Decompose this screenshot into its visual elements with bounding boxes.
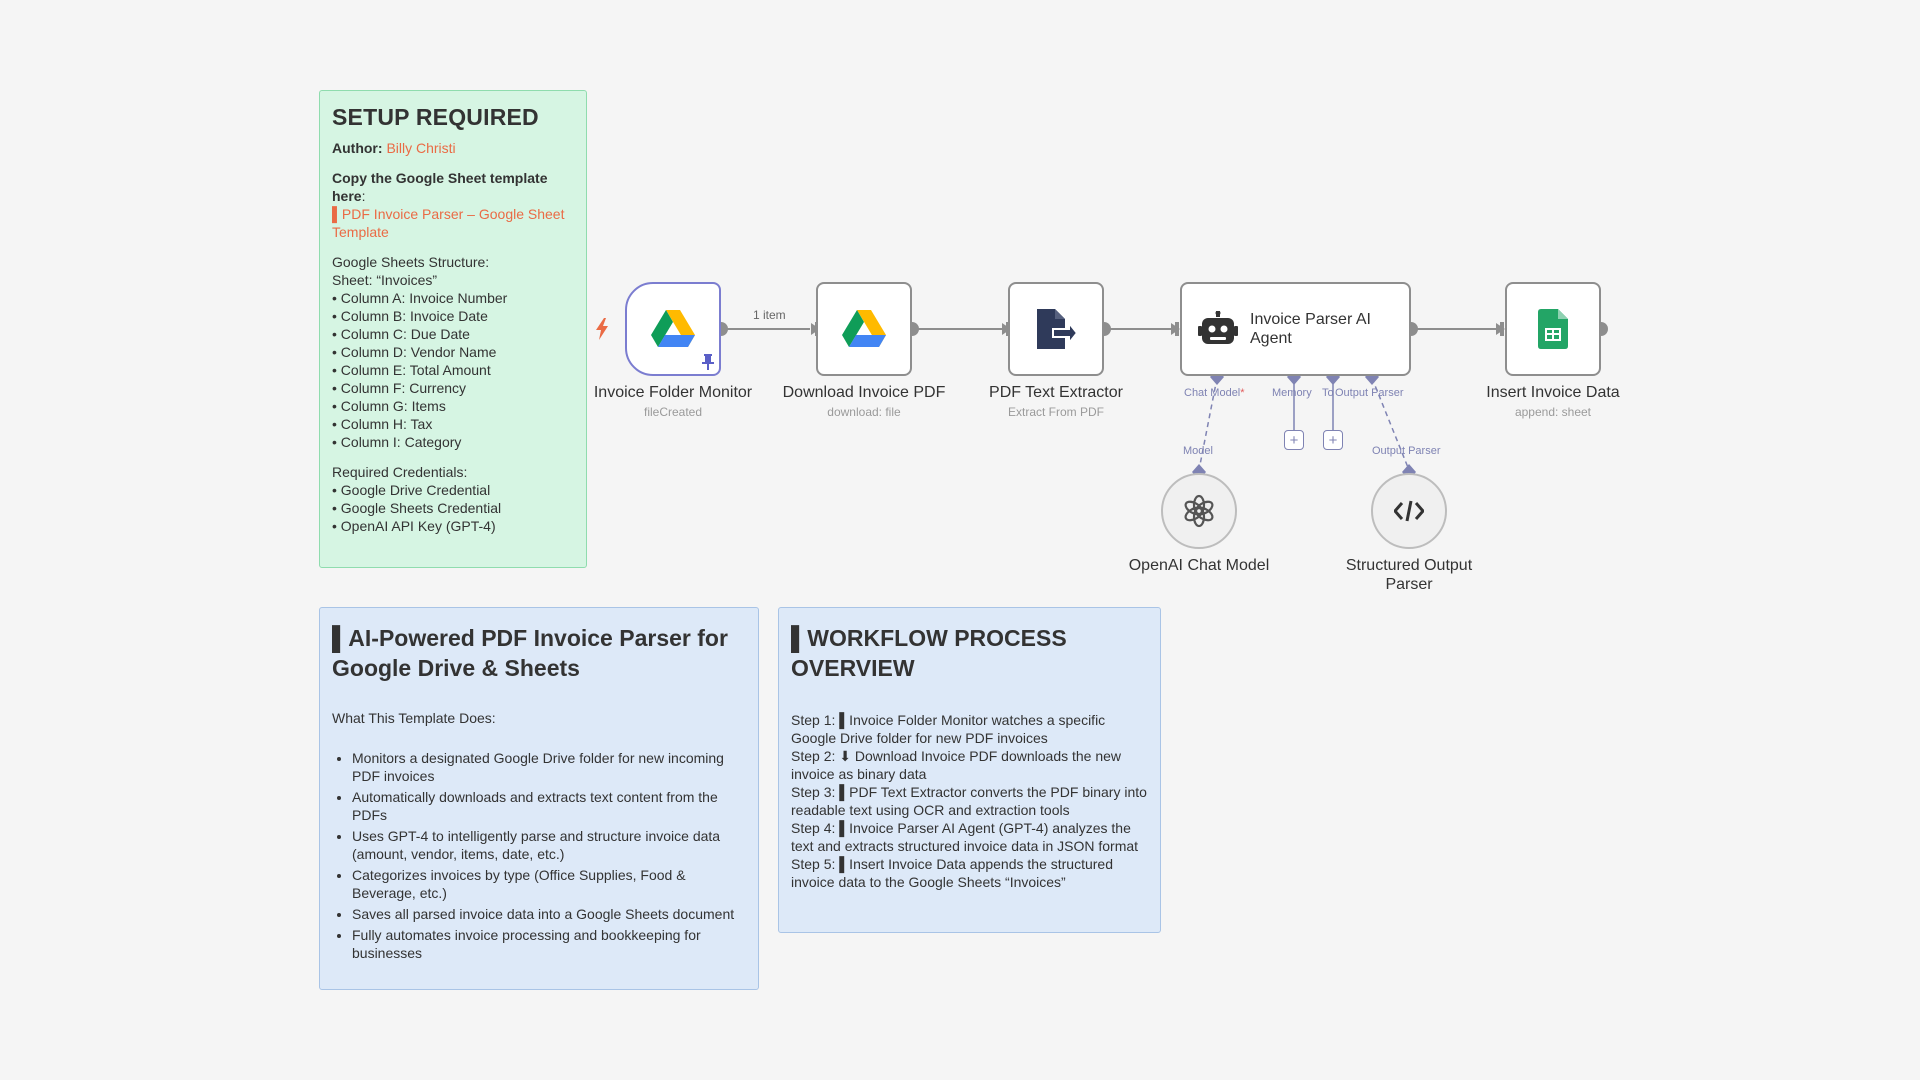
- credential-item: • Google Drive Credential: [332, 482, 491, 498]
- feature-item: Automatically downloads and extracts tex…: [352, 788, 746, 824]
- pin-icon: [702, 354, 714, 370]
- add-tool-button[interactable]: +: [1323, 430, 1343, 450]
- google-drive-icon: [842, 310, 886, 347]
- copy-colon: :: [361, 188, 366, 204]
- connection-parser: [1371, 377, 1410, 471]
- code-icon: [1394, 500, 1424, 522]
- edge-item-count: 1 item: [753, 308, 786, 322]
- parser-port-label: Output Parser: [1372, 445, 1441, 457]
- template-link[interactable]: ▌PDF Invoice Parser – Google Sheet Templ…: [332, 206, 565, 240]
- feature-list: Monitors a designated Google Drive folde…: [332, 749, 746, 962]
- structure-heading: Google Sheets Structure:: [332, 254, 490, 270]
- column-item: • Column D: Vendor Name: [332, 344, 497, 360]
- step-list: Step 1: ▌Invoice Folder Monitor watches …: [791, 711, 1148, 891]
- feature-item: Categorizes invoices by type (Office Sup…: [352, 866, 746, 902]
- column-item: • Column I: Category: [332, 434, 462, 450]
- feature-item: Saves all parsed invoice data into a Goo…: [352, 905, 746, 923]
- node-subtitle: Extract From PDF: [1007, 405, 1104, 419]
- node-label: Invoice Folder Monitor: [593, 384, 753, 401]
- node-pdf-text-extractor[interactable]: [1008, 282, 1104, 376]
- tool-port-label: To: [1322, 387, 1334, 399]
- node-openai-chat-model[interactable]: [1161, 473, 1237, 549]
- column-item: • Column E: Total Amount: [332, 362, 491, 378]
- node-structured-output-parser[interactable]: [1371, 473, 1447, 549]
- node-label: PDF Text Extractor: [989, 384, 1123, 401]
- column-item: • Column G: Items: [332, 398, 446, 414]
- sheet-line: Sheet: “Invoices”: [332, 272, 438, 288]
- node-label: Invoice Parser AI Agent: [1250, 311, 1371, 347]
- author-line: Author: Billy Christi: [332, 139, 574, 157]
- model-port-label: Model: [1183, 445, 1213, 457]
- column-item: • Column H: Tax: [332, 416, 433, 432]
- copy-line: Copy the Google Sheet template here:: [332, 169, 574, 205]
- node-label: OpenAI Chat Model: [1128, 557, 1270, 574]
- column-item: • Column C: Due Date: [332, 326, 470, 342]
- robot-icon: [1198, 311, 1238, 344]
- connection-model: [1198, 377, 1218, 471]
- step-item: Step 5: ▌Insert Invoice Data appends the…: [791, 856, 1113, 890]
- setup-title: SETUP REQUIRED: [332, 104, 539, 130]
- credential-item: • Google Sheets Credential: [332, 500, 502, 516]
- node-download-invoice-pdf[interactable]: [816, 282, 912, 376]
- step-item: Step 1: ▌Invoice Folder Monitor watches …: [791, 712, 1106, 746]
- node-label: Insert Invoice Data: [1486, 384, 1620, 401]
- author-link[interactable]: Billy Christi: [386, 140, 456, 156]
- overview-title: ▌AI-Powered PDF Invoice Parser for Googl…: [332, 625, 728, 681]
- chat-model-port-label: Chat Model*: [1184, 387, 1245, 399]
- step-item: Step 3: ▌PDF Text Extractor converts the…: [791, 784, 1147, 818]
- credential-item: • OpenAI API Key (GPT-4): [332, 518, 496, 534]
- google-sheets-icon: [1538, 309, 1568, 349]
- node-subtitle: fileCreated: [643, 405, 703, 419]
- output-parser-port-label: Output Parser: [1335, 387, 1404, 399]
- trigger-bolt-icon: [596, 318, 608, 340]
- credentials-heading: Required Credentials:: [332, 464, 468, 480]
- google-drive-icon: [651, 310, 695, 347]
- process-title: ▌WORKFLOW PROCESS OVERVIEW: [791, 625, 1067, 681]
- node-subtitle: append: sheet: [1514, 405, 1592, 419]
- feature-item: Fully automates invoice processing and b…: [352, 926, 746, 962]
- memory-port-label: Memory: [1272, 387, 1312, 399]
- column-item: • Column B: Invoice Date: [332, 308, 488, 324]
- input-port: [1500, 322, 1504, 336]
- pdf-extract-icon: [1037, 309, 1077, 349]
- node-invoice-parser-ai-agent[interactable]: Invoice Parser AI Agent: [1180, 282, 1411, 376]
- column-item: • Column A: Invoice Number: [332, 290, 508, 306]
- step-item: Step 4: ▌Invoice Parser AI Agent (GPT-4)…: [791, 820, 1139, 854]
- feature-item: Uses GPT-4 to intelligently parse and st…: [352, 827, 746, 863]
- required-mark: *: [1240, 387, 1245, 399]
- feature-item: Monitors a designated Google Drive folde…: [352, 749, 746, 785]
- openai-icon: [1184, 494, 1214, 528]
- step-item: Step 2: ⬇ Download Invoice PDF downloads…: [791, 748, 1122, 782]
- add-memory-button[interactable]: +: [1284, 430, 1304, 450]
- chat-model-text: Chat Model: [1184, 387, 1241, 399]
- node-label: Download Invoice PDF: [782, 384, 946, 401]
- input-port: [1175, 322, 1179, 336]
- node-invoice-folder-monitor[interactable]: [625, 282, 721, 376]
- node-label: Structured Output Parser: [1345, 557, 1473, 593]
- process-sticky-note[interactable]: ▌WORKFLOW PROCESS OVERVIEW Step 1: ▌Invo…: [778, 607, 1161, 933]
- author-label: Author:: [332, 140, 383, 156]
- node-subtitle: download: file: [827, 405, 901, 419]
- overview-sticky-note[interactable]: ▌AI-Powered PDF Invoice Parser for Googl…: [319, 607, 759, 990]
- setup-sticky-note[interactable]: SETUP REQUIRED Author: Billy Christi Cop…: [319, 90, 587, 568]
- copy-label: Copy the Google Sheet template here: [332, 170, 548, 204]
- overview-section-heading: What This Template Does:: [332, 710, 496, 726]
- column-item: • Column F: Currency: [332, 380, 467, 396]
- node-insert-invoice-data[interactable]: [1505, 282, 1601, 376]
